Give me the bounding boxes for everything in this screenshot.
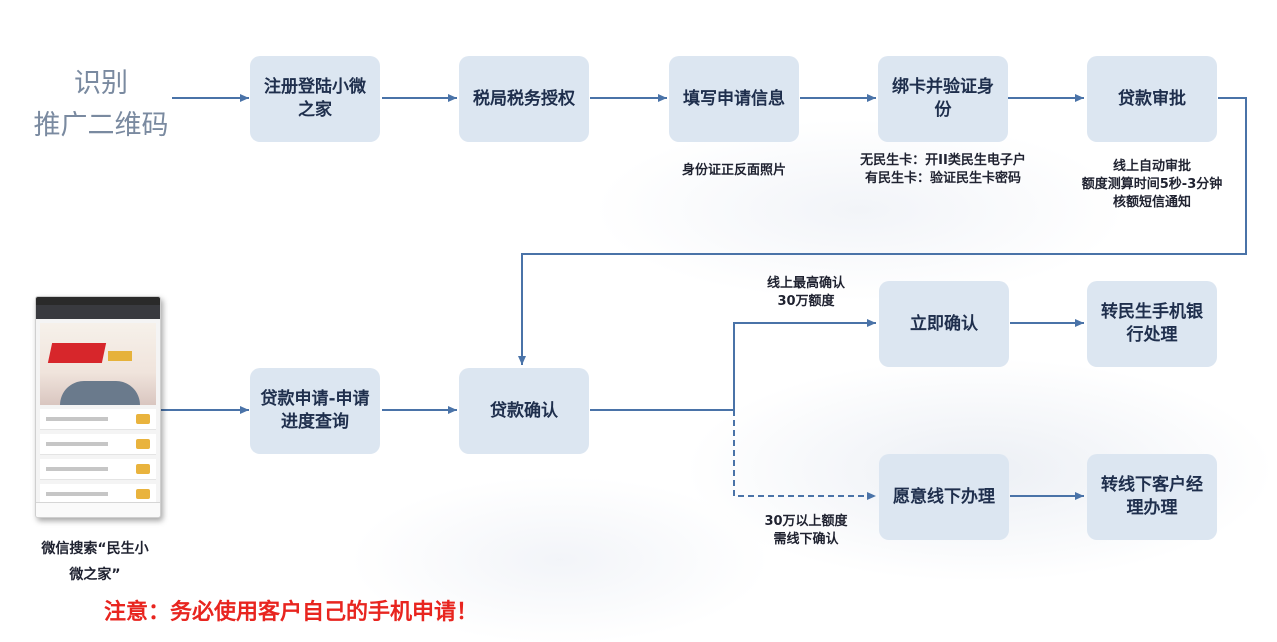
phone-list-text: [46, 417, 108, 421]
phone-nav-bar: [36, 305, 160, 319]
note-online-line-1: 线上最高确认: [766, 276, 845, 291]
note-bind-line-2: 有民生卡：验证民生卡密码: [864, 171, 1021, 186]
note-online-limit: 线上最高确认 30万额度: [748, 275, 864, 311]
gold-ingot-icon: [136, 464, 150, 474]
wechat-search-caption: 微信搜索“民生小 微之家”: [20, 536, 170, 588]
note-online-line-2: 30万额度: [777, 294, 835, 309]
note-offline-line-2: 需线下确认: [773, 532, 839, 547]
phone-banner-image: [40, 323, 156, 405]
phone-screenshot: [35, 296, 161, 518]
step-loan-apply: 贷款申请-申请进度查询: [250, 368, 380, 454]
note-approve-line-3: 核额短信通知: [1112, 195, 1191, 210]
banner-red-tag: [47, 343, 107, 363]
gold-ingot-icon: [136, 489, 150, 499]
phone-list-item: [40, 409, 156, 430]
phone-status-bar: [36, 297, 160, 305]
phone-tab-bar: [36, 502, 160, 517]
banner-gold-tag: [108, 351, 132, 361]
step-loan-confirm: 贷款确认: [459, 368, 589, 454]
note-offline-line-1: 30万以上额度: [764, 514, 848, 529]
arrow-confirm-to-now: [590, 319, 876, 411]
step-loan-approval: 贷款审批: [1087, 56, 1217, 142]
gold-ingot-icon: [136, 439, 150, 449]
note-approve-line-1: 线上自动审批: [1112, 159, 1191, 174]
note-fill: 身份证正反面照片: [664, 162, 804, 180]
phone-list-item: [40, 459, 156, 480]
phone-list-text: [46, 442, 108, 446]
note-bind-line-1: 无民生卡：开II类民生电子户: [860, 153, 1026, 168]
note-offline-limit: 30万以上额度 需线下确认: [748, 513, 864, 549]
banner-building-shape: [60, 381, 140, 405]
step-tax-authorization: 税局税务授权: [459, 56, 589, 142]
note-bind: 无民生卡：开II类民生电子户 有民生卡：验证民生卡密码: [848, 152, 1038, 188]
title-line-2: 推广二维码: [33, 110, 169, 141]
wechat-caption-line-2: 微之家”: [69, 567, 121, 583]
note-approve-line-2: 额度测算时间5秒-3分钟: [1081, 177, 1223, 192]
wechat-caption-line-1: 微信搜索“民生小: [41, 541, 149, 557]
step-offline: 愿意线下办理: [879, 454, 1009, 540]
title-line-1: 识别: [74, 68, 128, 99]
step-confirm-now: 立即确认: [879, 281, 1009, 367]
arrow-approve-to-confirm: [518, 97, 1247, 365]
step-register: 注册登陆小微之家: [250, 56, 380, 142]
step-bind-card: 绑卡并验证身份: [878, 56, 1008, 142]
phone-list-item: [40, 434, 156, 455]
warning-text: 注意：务必使用客户自己的手机申请！: [104, 600, 479, 625]
step-to-mobile-bank: 转民生手机银行处理: [1087, 281, 1217, 367]
phone-list-text: [46, 467, 108, 471]
note-approve: 线上自动审批 额度测算时间5秒-3分钟 核额短信通知: [1060, 158, 1244, 212]
phone-list-text: [46, 492, 108, 496]
gold-ingot-icon: [136, 414, 150, 424]
step-to-manager: 转线下客户经理办理: [1087, 454, 1217, 540]
note-fill-line-1: 身份证正反面照片: [681, 163, 786, 178]
arrow-confirm-to-offline: [733, 410, 876, 500]
step-fill-application: 填写申请信息: [669, 56, 799, 142]
